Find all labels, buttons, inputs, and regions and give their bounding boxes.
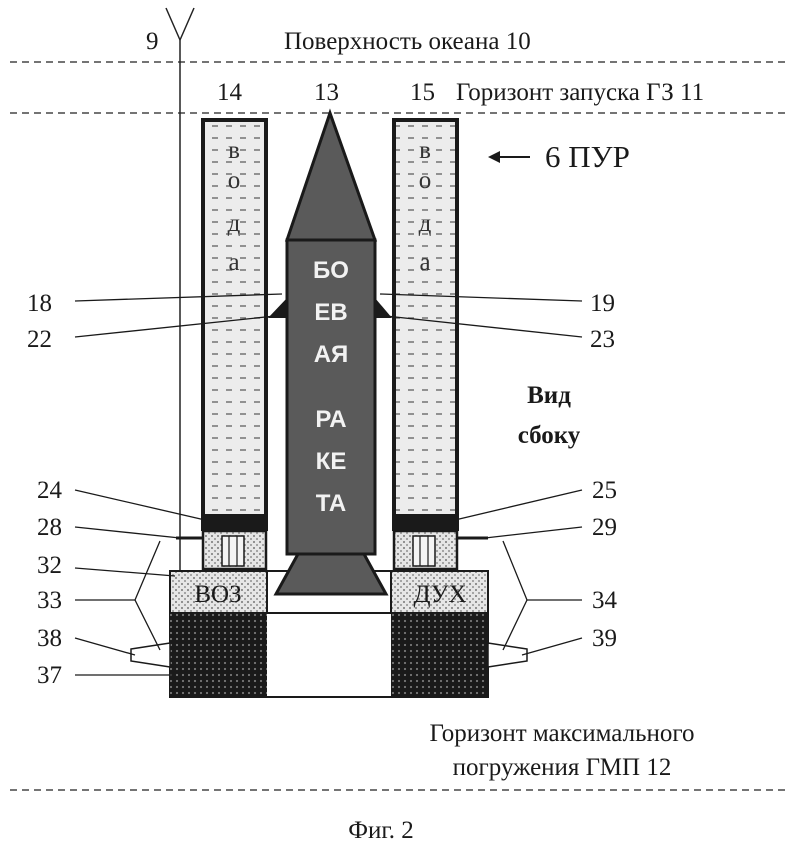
water-label-right: в о д а: [419, 137, 432, 276]
launch-horizon-label: Горизонт запуска ГЗ 11: [456, 79, 704, 106]
label-39: 39: [592, 625, 617, 652]
water-column-right: [392, 118, 459, 520]
rocket-tail: [273, 552, 389, 596]
side-view-line1: Вид: [527, 382, 571, 409]
svg-text:о: о: [228, 167, 241, 194]
label-33: 33: [37, 587, 62, 614]
label-37: 37: [37, 662, 62, 689]
svg-text:БО: БО: [313, 257, 349, 284]
svg-text:в: в: [419, 137, 431, 164]
label-14: 14: [217, 79, 243, 106]
air-tank-right: [390, 570, 489, 614]
svg-text:д: д: [419, 210, 432, 237]
label-24: 24: [37, 477, 63, 504]
spring-left: [221, 535, 245, 567]
antenna-icon: [165, 7, 195, 625]
valve-right-icon: [487, 642, 528, 668]
label-28: 28: [37, 514, 62, 541]
ballast-left: [170, 613, 267, 697]
side-view-line2: сбоку: [518, 422, 581, 449]
label-38: 38: [37, 625, 62, 652]
svg-text:ТА: ТА: [316, 490, 346, 517]
svg-text:а: а: [228, 249, 239, 276]
svg-text:ЕВ: ЕВ: [314, 299, 347, 326]
svg-text:а: а: [419, 249, 430, 276]
rocket-label: БО ЕВ АЯ РА КЕ ТА: [313, 257, 349, 517]
ocean-surface-label: Поверхность океана 10: [284, 28, 531, 55]
label-18: 18: [27, 290, 52, 317]
ballast-right: [391, 613, 488, 697]
arrow-left-icon: [488, 151, 530, 163]
svg-text:о: о: [419, 167, 432, 194]
rocket-body: [285, 238, 377, 556]
label-32: 32: [37, 552, 62, 579]
pur-label: 6 ПУР: [545, 139, 630, 174]
spring-right: [412, 535, 436, 567]
label-29: 29: [592, 514, 617, 541]
water-label-left: в о д а: [228, 137, 241, 276]
valve-left-icon: [130, 642, 171, 668]
label-13: 13: [314, 79, 339, 106]
max-depth-label-line1: Горизонт максимального: [429, 720, 694, 747]
rocket: [273, 108, 389, 596]
leader-lines: [74, 293, 583, 676]
svg-text:в: в: [228, 137, 240, 164]
max-depth-label-line2: погружения ГМП 12: [453, 754, 672, 781]
svg-text:АЯ: АЯ: [314, 341, 349, 368]
latch-left: [268, 298, 287, 318]
label-23: 23: [590, 326, 615, 353]
figure-caption: Фиг. 2: [348, 817, 414, 844]
label-19: 19: [590, 290, 615, 317]
svg-text:КЕ: КЕ: [316, 448, 347, 475]
band-left: [201, 514, 268, 531]
air-label-right: ДУХ: [413, 581, 466, 608]
air-label-left: ВОЗ: [194, 581, 241, 608]
label-25: 25: [592, 477, 617, 504]
svg-text:д: д: [228, 210, 241, 237]
label-34: 34: [592, 587, 618, 614]
label-9: 9: [146, 28, 159, 55]
label-15: 15: [410, 79, 435, 106]
latch-right: [375, 298, 392, 318]
label-22: 22: [27, 326, 52, 353]
rocket-nose: [284, 108, 378, 242]
svg-text:РА: РА: [315, 406, 346, 433]
band-right: [392, 514, 459, 531]
water-column-left: [201, 118, 268, 520]
